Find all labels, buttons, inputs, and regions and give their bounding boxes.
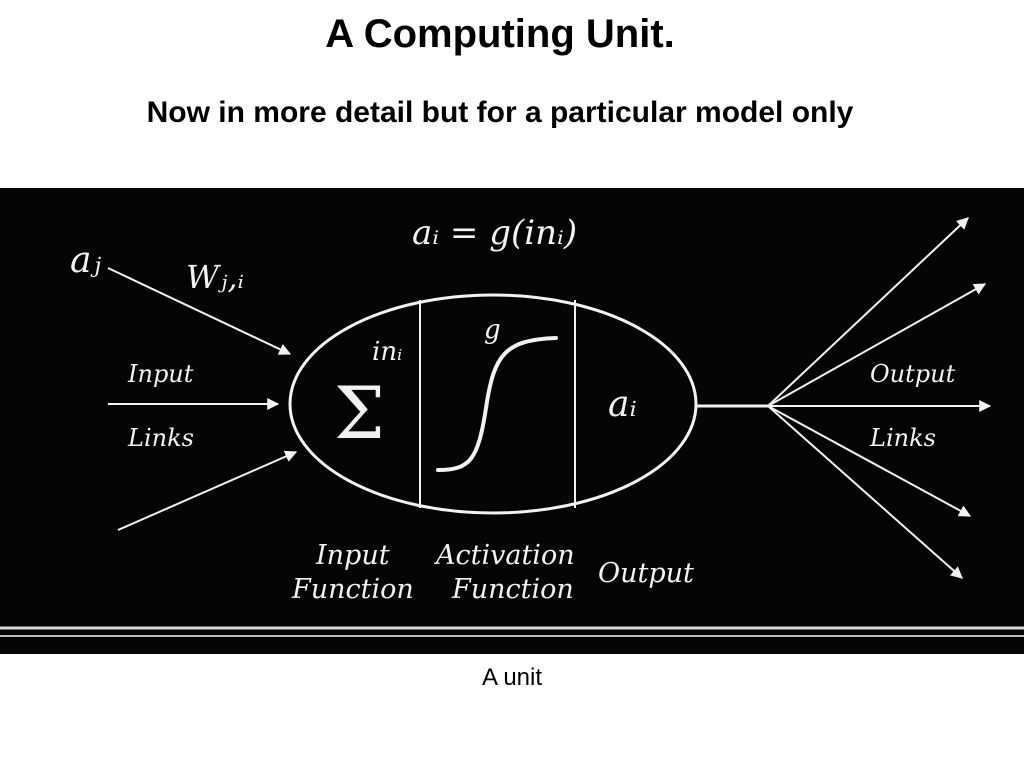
neuron-diagram-panel: aᵢ = g(inᵢ) aⱼ Wⱼ,ᵢ Input Links inᵢ Σ g … bbox=[0, 188, 1024, 654]
output-link-1 bbox=[767, 217, 969, 407]
neuron-diagram: aᵢ = g(inᵢ) aⱼ Wⱼ,ᵢ Input Links inᵢ Σ g … bbox=[0, 213, 1024, 637]
input-links-label-line1: Input bbox=[127, 360, 194, 388]
input-link-upper bbox=[107, 267, 292, 355]
equation-label: aᵢ = g(inᵢ) bbox=[412, 213, 577, 253]
weight-label: Wⱼ,ᵢ bbox=[186, 258, 244, 296]
input-function-label-line1: Input bbox=[315, 540, 390, 571]
figure-caption: A unit bbox=[481, 664, 543, 691]
input-activation-label: aⱼ bbox=[70, 240, 101, 281]
activation-function-label-line2: Function bbox=[451, 574, 574, 605]
output-link-2 bbox=[767, 283, 987, 407]
output-section-label: Output bbox=[598, 558, 694, 589]
output-activation-label: aᵢ bbox=[608, 384, 637, 425]
activation-function-symbol: g bbox=[484, 315, 501, 345]
slide-title: A Computing Unit. bbox=[325, 12, 675, 56]
output-links-label-line2: Links bbox=[869, 424, 936, 452]
input-links-label-line2: Links bbox=[127, 424, 194, 452]
slide-subtitle: Now in more detail but for a particular … bbox=[146, 96, 854, 129]
sigmoid-curve bbox=[436, 336, 558, 472]
input-function-label-line2: Function bbox=[291, 574, 414, 605]
output-link-5 bbox=[767, 405, 963, 579]
sum-input-label: inᵢ bbox=[372, 337, 402, 367]
activation-function-label-line1: Activation bbox=[433, 540, 575, 571]
output-links-label-line1: Output bbox=[870, 360, 956, 388]
output-link-4 bbox=[767, 405, 972, 517]
input-link-lower bbox=[117, 450, 298, 531]
summation-symbol: Σ bbox=[334, 371, 385, 455]
unit-body bbox=[288, 293, 698, 515]
